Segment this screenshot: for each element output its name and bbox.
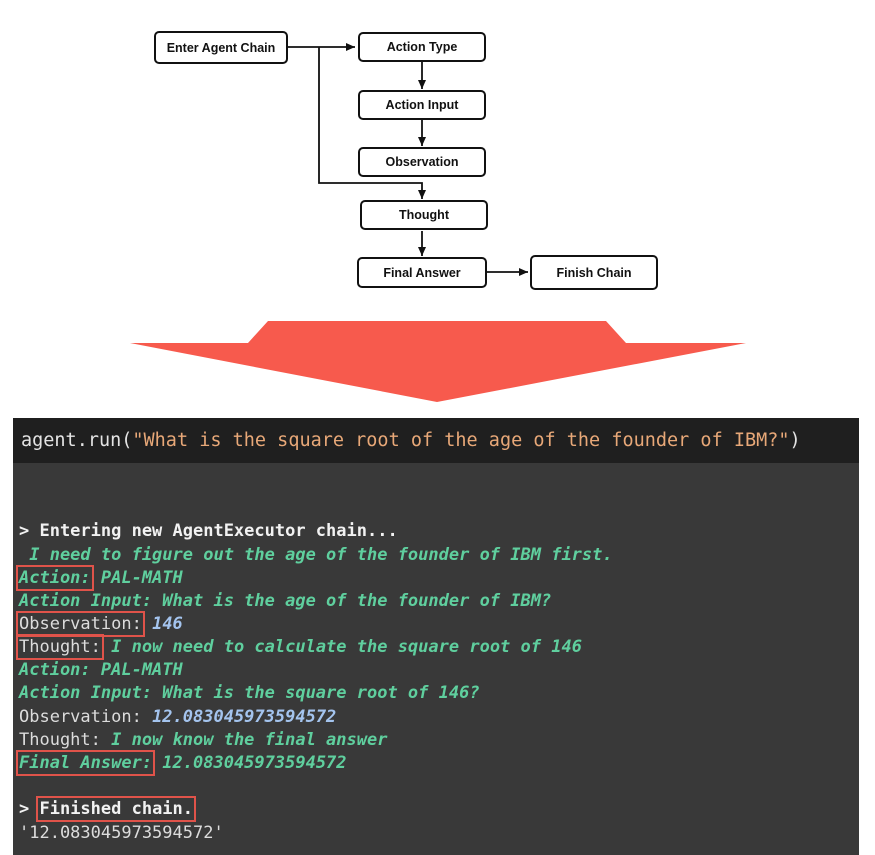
- action-1-value: PAL-MATH: [90, 568, 183, 588]
- line-thought-1: I need to figure out the age of the foun…: [19, 545, 613, 565]
- line-entering-chain: > Entering new AgentExecutor chain...: [19, 521, 398, 541]
- command-input-cell[interactable]: agent.run("What is the square root of th…: [13, 418, 859, 463]
- final-answer-label-highlight: Final Answer:: [15, 750, 156, 776]
- flowchart-connectors: [288, 43, 528, 276]
- thought-3-value: I now know the final answer: [111, 730, 388, 750]
- line-thought-2: Thought: I now need to calculate the squ…: [13, 634, 859, 660]
- thought-2-value: I now need to calculate the square root …: [100, 637, 582, 657]
- edge-enter-bypass-to-thought: [318, 47, 426, 199]
- finished-prefix: >: [19, 799, 40, 819]
- node-action-input: Action Input: [358, 90, 486, 120]
- observation-label-highlight: Observation:: [16, 611, 145, 637]
- thought-3-label: Thought:: [19, 730, 112, 750]
- action-label-highlight: Action:: [16, 565, 94, 591]
- node-final-answer: Final Answer: [357, 257, 487, 288]
- line-action-input-2: Action Input: What is the square root of…: [19, 683, 480, 703]
- command-query-string: "What is the square root of the age of t…: [132, 430, 790, 451]
- transition-arrow-shape: [130, 321, 746, 402]
- line-final-answer: Final Answer: 12.083045973594572: [13, 750, 859, 776]
- line-result: '12.083045973594572': [19, 823, 224, 843]
- observation-2-value: 12.083045973594572: [152, 707, 337, 727]
- line-action-1: Action: PAL-MATH: [13, 565, 859, 591]
- node-finish-chain: Finish Chain: [530, 255, 658, 290]
- observation-1-value: 146: [152, 614, 183, 634]
- line-observation-2: Observation: 12.083045973594572: [13, 706, 859, 729]
- line-thought-3: Thought: I now know the final answer: [13, 729, 859, 752]
- command-suffix: ): [789, 430, 801, 451]
- node-enter-agent-chain: Enter Agent Chain: [154, 31, 288, 64]
- terminal-window: agent.run("What is the square root of th…: [13, 418, 859, 855]
- line-action-2: Action: PAL-MATH: [19, 660, 183, 680]
- thought-label-highlight: Thought:: [16, 634, 104, 660]
- line-action-input-1: Action Input: What is the age of the fou…: [19, 591, 552, 611]
- node-action-type: Action Type: [358, 32, 486, 62]
- node-thought: Thought: [360, 200, 488, 230]
- line-finished-chain: > Finished chain.: [13, 796, 859, 822]
- observation-2-label: Observation:: [19, 707, 153, 727]
- node-observation: Observation: [358, 147, 486, 177]
- final-answer-value: 12.083045973594572: [152, 753, 347, 773]
- line-observation-1: Observation: 146: [13, 611, 859, 637]
- command-prefix: agent.run(: [21, 430, 133, 451]
- finished-chain-highlight: Finished chain.: [36, 796, 197, 822]
